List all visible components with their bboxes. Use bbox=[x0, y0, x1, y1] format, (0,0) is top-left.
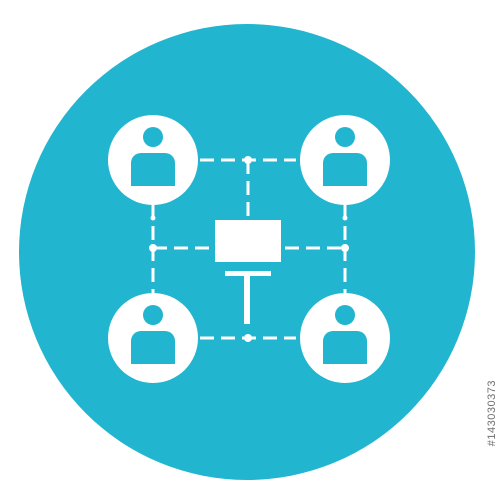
user-avatar-icon bbox=[108, 115, 198, 205]
monitor-icon bbox=[215, 220, 281, 262]
user-avatar-icon bbox=[108, 293, 198, 383]
junction-dots bbox=[149, 156, 349, 342]
stock-id-watermark: #143030373 bbox=[486, 380, 498, 447]
user-avatar-icon bbox=[300, 115, 390, 205]
user-avatar-icon bbox=[300, 293, 390, 383]
server-stand-icon bbox=[225, 271, 271, 324]
